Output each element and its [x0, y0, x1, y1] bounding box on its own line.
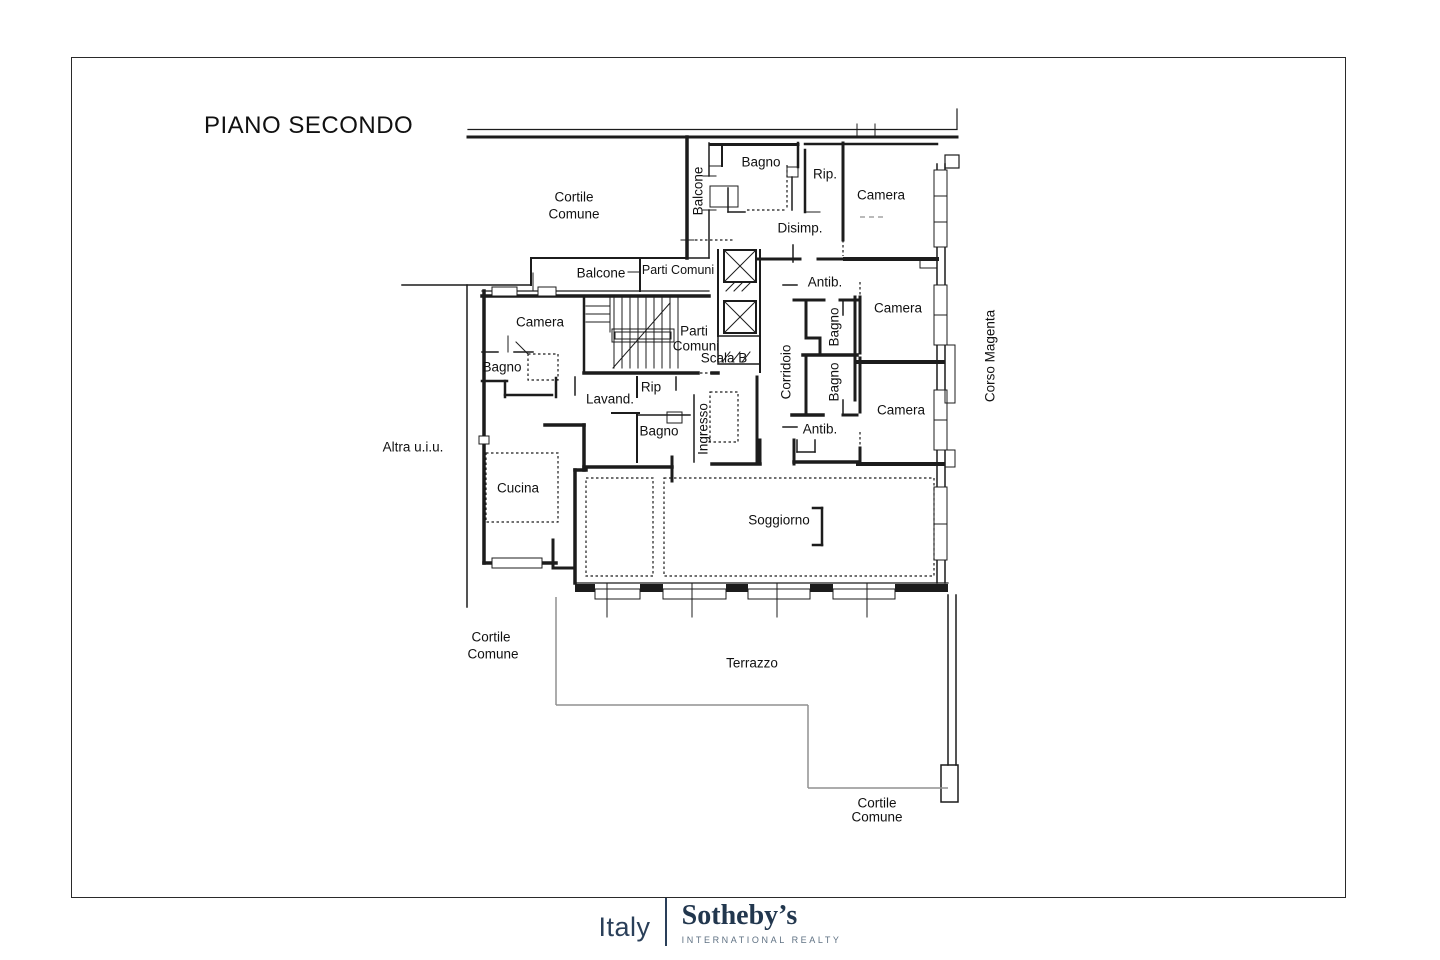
room-label-balcone-vertical: Balcone [690, 166, 706, 216]
street-label-corso-magenta: Corso Magenta [982, 309, 998, 403]
room-label-camera-w: Camera [515, 314, 565, 330]
room-label-cortile-comune-bottom-line2: Comune [851, 809, 903, 825]
terrace-outline [555, 216, 948, 789]
room-label-disimp: Disimp. [777, 220, 823, 236]
page-title: PIANO SECONDO [204, 112, 414, 139]
logo-brand: Sotheby’s [681, 899, 798, 931]
room-label-ingresso: Ingresso [695, 403, 711, 455]
walls [401, 108, 960, 803]
room-label-cucina: Cucina [496, 480, 540, 496]
room-label-cortile-comune-top-line2: Comune [548, 206, 600, 222]
room-label-camera-ne: Camera [856, 187, 906, 203]
room-label-rip-2: Rip [640, 379, 662, 395]
logo-country: Italy [598, 911, 651, 942]
page-border [71, 57, 1346, 898]
room-label-bagno-w: Bagno [482, 359, 522, 375]
room-label-camera-e: Camera [873, 300, 923, 316]
dotted-lines [485, 165, 935, 577]
room-label-camera-se: Camera [876, 402, 926, 418]
brand-logo: Italy Sotheby’s INTERNATIONAL REALTY [0, 898, 1440, 946]
room-label-corridoio: Corridoio [778, 344, 794, 400]
room-label-terrazzo: Terrazzo [726, 655, 778, 671]
room-label-soggiorno: Soggiorno [748, 512, 810, 528]
room-label-parti-comuni-2-line2: Comuni [672, 338, 720, 354]
room-label-cortile-comune-left-line1: Cortile [471, 629, 511, 645]
room-label-cortile-comune-top-line1: Cortile [554, 189, 594, 205]
room-label-antib-2: Antib. [802, 421, 838, 437]
room-label-altra-uiu: Altra u.i.u. [382, 439, 444, 455]
room-label-rip-top: Rip. [812, 166, 838, 182]
logo-divider [665, 898, 667, 946]
room-label-bagno-c: Bagno [639, 423, 679, 439]
room-label-cortile-comune-left-line2: Comune [467, 646, 519, 662]
room-label-bagno-v1: Bagno [826, 307, 842, 347]
room-label-bagno-top: Bagno [741, 154, 781, 170]
room-label-balcone-2: Balcone [576, 265, 626, 281]
room-label-lavand: Lavand. [585, 391, 635, 407]
room-label-parti-comuni-2-line1: Parti [680, 323, 708, 339]
room-label-scala-b: Scala B [700, 350, 748, 366]
logo-subtitle: INTERNATIONAL REALTY [681, 934, 842, 945]
room-label-cortile-comune-bottom-line1: Cortile [857, 795, 897, 811]
room-label-antib-top: Antib. [807, 274, 843, 290]
room-label-parti-comuni-1: Parti Comuni [641, 262, 715, 277]
room-label-bagno-v2: Bagno [826, 362, 842, 402]
